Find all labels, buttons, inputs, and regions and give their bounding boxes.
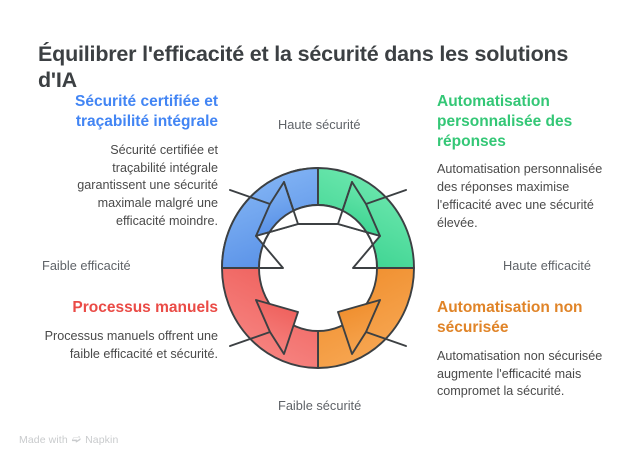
quadrant-top-right: Automatisation personnalisée des réponse…	[437, 92, 635, 233]
axis-label-left: Faible efficacité	[42, 258, 131, 273]
quadrant-bottom-right-heading: Automatisation non sécurisée	[437, 299, 583, 336]
quadrant-top-left-heading: Sécurité certifiée et traçabilité intégr…	[74, 93, 218, 130]
quadrant-top-right-heading: Automatisation personnalisée des réponse…	[437, 93, 573, 150]
quadrant-bottom-right: Automatisation non sécurisée Automatisat…	[437, 298, 635, 401]
quadrant-top-right-body: Automatisation personnalisée des réponse…	[437, 162, 603, 231]
axis-label-bottom: Faible sécurité	[278, 398, 362, 413]
quadrant-bottom-left-body: Processus manuels offrent une faible eff…	[44, 328, 218, 361]
cycle-notch-bottom-left	[229, 299, 299, 355]
watermark-brand: Napkin	[85, 434, 119, 446]
cycle-inner-core	[255, 181, 381, 269]
axis-label-right: Haute efficacité	[503, 258, 591, 273]
cycle-notch-bottom-right	[337, 299, 407, 355]
page-title: Équilibrer l'efficacité et la sécurité d…	[38, 42, 569, 92]
quadrant-bottom-left: Processus manuels Processus manuels offr…	[18, 298, 218, 364]
watermark-prefix: Made with	[19, 434, 68, 446]
quadrant-top-left: Sécurité certifiée et traçabilité intégr…	[18, 92, 218, 231]
watermark: Made with ➫ Napkin	[19, 433, 119, 447]
cycle-diagram	[212, 158, 424, 378]
quadrant-bottom-left-heading: Processus manuels	[72, 299, 218, 316]
quadrant-bottom-right-body: Automatisation non sécurisée augmente l'…	[437, 348, 603, 399]
quadrant-top-left-body: Sécurité certifiée et traçabilité intégr…	[77, 142, 218, 229]
napkin-logo-icon: ➫	[71, 433, 82, 445]
axis-label-top: Haute sécurité	[278, 117, 361, 132]
